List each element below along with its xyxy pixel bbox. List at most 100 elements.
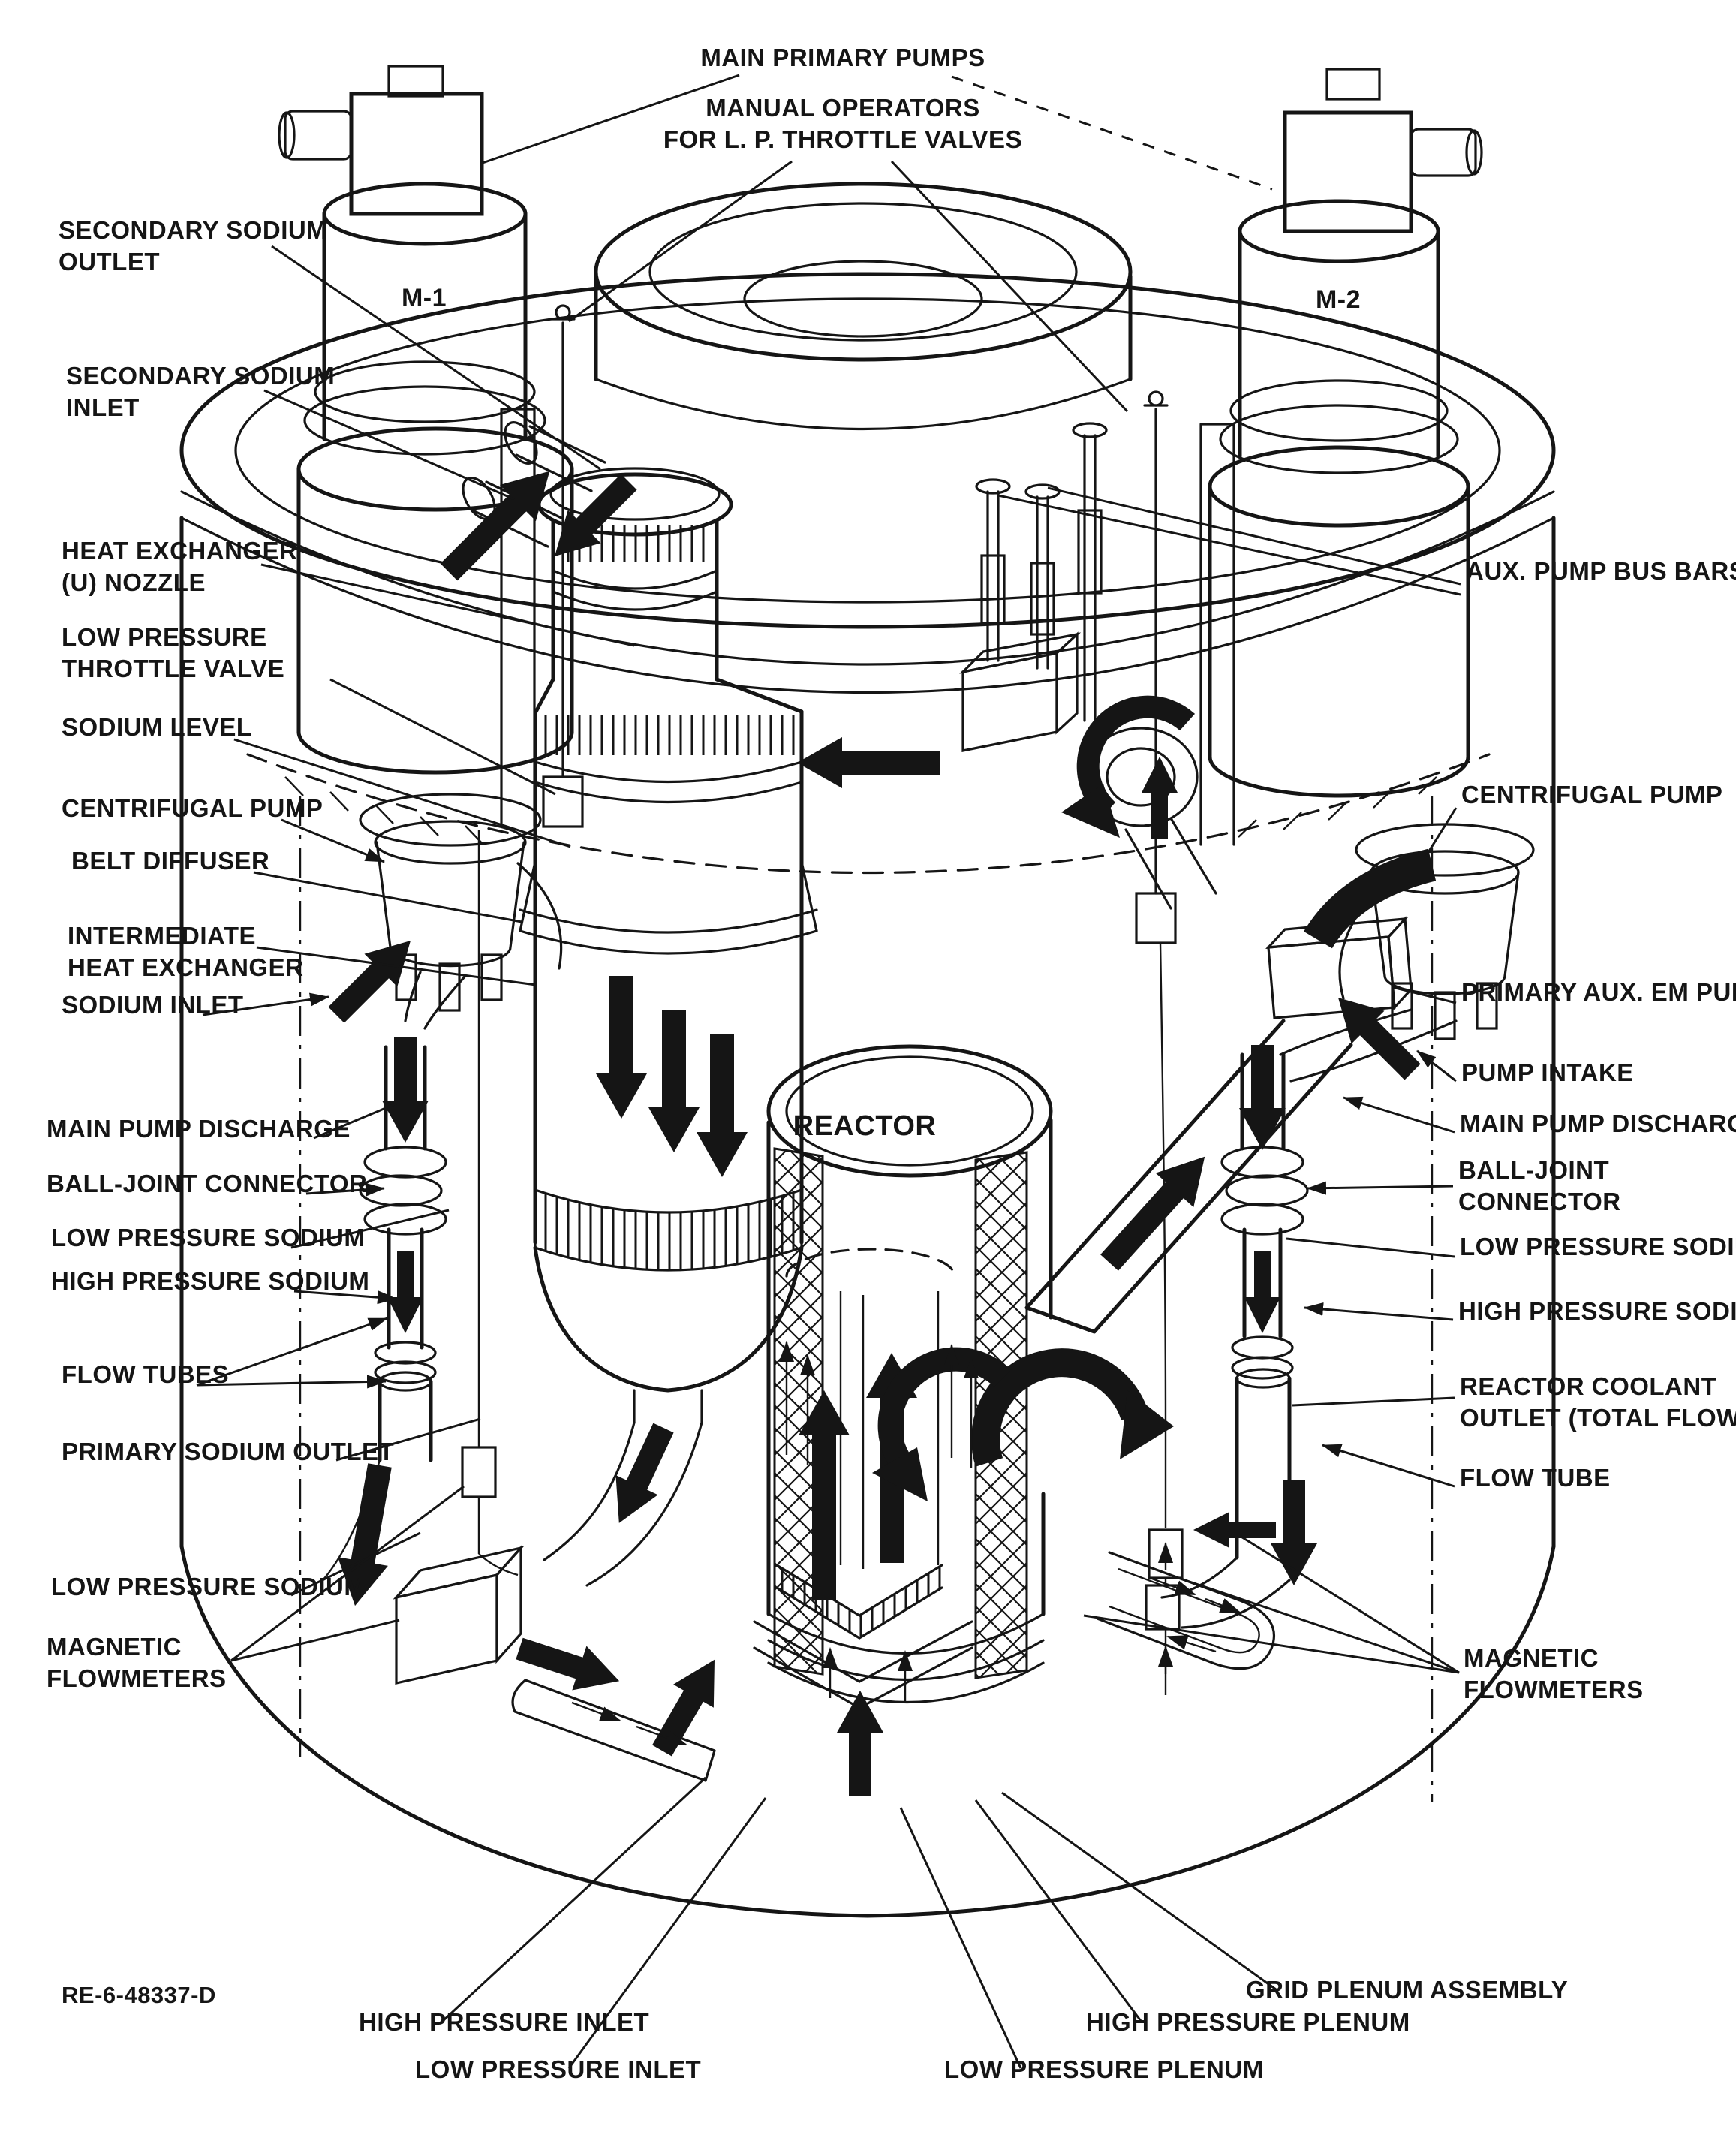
label-ball-joint-connector-left: BALL-JOINT CONNECTOR	[47, 1170, 367, 1197]
leader-low-pressure-sodium-right	[1286, 1237, 1455, 1258]
label-low-pressure-sodium-left: LOW PRESSURE SODIUM	[51, 1224, 365, 1251]
label-low-pressure-inlet: LOW PRESSURE INLET	[415, 2055, 701, 2083]
manual-operators-rods	[477, 304, 1177, 1447]
label-heat-exchanger-u-nozzle: HEAT EXCHANGER(U) NOZZLE	[62, 537, 297, 596]
label-pump-m1: M-1	[402, 284, 447, 312]
label-belt-diffuser: BELT DIFFUSER	[71, 847, 269, 875]
small-flow-arrows	[571, 1341, 1241, 1746]
leader-secondary-sodium-inlet	[263, 389, 515, 501]
neutron-shield-left	[773, 1147, 824, 1676]
belt-diffuser-skirt	[519, 860, 818, 955]
label-low-pressure-plenum: LOW PRESSURE PLENUM	[944, 2055, 1264, 2083]
leader-main-pump-discharge-right	[1343, 1096, 1455, 1134]
ihx-shell-hatch-mid	[542, 715, 796, 755]
leader-heat-exchanger-u-nozzle	[260, 563, 635, 647]
sodium-flow-arrows	[320, 453, 1437, 1796]
leader-low-pressure-sodium-left	[290, 1209, 450, 1249]
leader-primary-sodium-outlet	[335, 1417, 481, 1462]
flow-arrow-aux-curl	[1076, 695, 1196, 820]
central-port	[594, 182, 1133, 431]
flow-arrow-flowmeter-out	[512, 1626, 627, 1703]
flow-arrow-left-hp	[387, 1251, 423, 1333]
leader-centrifugal-pump-left	[281, 818, 385, 863]
leader-magnetic-flowmeters-right	[1239, 1534, 1460, 1674]
pipe-train-left	[322, 1045, 716, 1782]
label-high-pressure-inlet: HIGH PRESSURE INLET	[359, 2008, 649, 2036]
label-main-pump-discharge-right: MAIN PUMP DISCHARGE	[1460, 1110, 1736, 1137]
ihx-tube-sheet	[534, 1188, 803, 1272]
label-reactor: REACTOR	[793, 1110, 937, 1142]
label-centrifugal-pump-left: CENTRIFUGAL PUMP	[62, 794, 323, 822]
flow-arrow-outlet-loop	[971, 1348, 1149, 1467]
label-main-pump-discharge-left: MAIN PUMP DISCHARGE	[47, 1115, 351, 1143]
leader-main-pump-discharge-left	[313, 1102, 397, 1140]
pipe-train-right	[1096, 1052, 1309, 1695]
label-high-pressure-sodium-right: HIGH PRESSURE SODIUM	[1458, 1297, 1736, 1325]
leader-aux-pump-bus-bars	[997, 494, 1461, 596]
leader-magnetic-flowmeters-left	[230, 1619, 400, 1662]
flow-arrow-grid-up	[837, 1691, 883, 1796]
primary-tank-structure	[179, 65, 1556, 1918]
flow-arrow-aux-curl-head	[1061, 784, 1120, 838]
leader-grid-plenum-assembly	[1001, 1791, 1277, 1991]
leader-secondary-sodium-outlet	[271, 245, 601, 471]
leader-magnetic-flowmeters-right	[1173, 1575, 1460, 1674]
leader-belt-diffuser	[253, 871, 522, 923]
label-centrifugal-pump-right: CENTRIFUGAL PUMP	[1461, 781, 1722, 809]
leader-main-primary-pumps	[951, 75, 1273, 191]
label-primary-aux-em-pump: PRIMARY AUX. EM PUMP	[1461, 978, 1736, 1006]
leader-flow-tube-right	[1322, 1444, 1455, 1488]
label-sodium-level: SODIUM LEVEL	[62, 713, 252, 741]
flow-arrow-to-ihx	[797, 737, 940, 788]
flow-arrow-left-discharge	[382, 1037, 429, 1143]
label-pump-m2: M-2	[1316, 285, 1361, 314]
primary-sodium-outlet-pipe	[543, 1421, 703, 1587]
core-inlet-hatch	[777, 1565, 942, 1638]
flow-arrow-outlet-loop-head	[1120, 1390, 1174, 1459]
leader-pump-intake	[1416, 1049, 1457, 1083]
flow-arrow-ihx-down-2	[648, 1010, 700, 1152]
leader-reactor-coolant-outlet	[1292, 1396, 1455, 1407]
flow-arrow-right-elbow	[1193, 1512, 1276, 1548]
label-drawing-number: RE-6-48337-D	[62, 1982, 216, 2008]
flow-arrow-outlet-loop2-head	[872, 1447, 928, 1501]
primary-tank	[179, 272, 1556, 1918]
leader-high-pressure-sodium-left	[293, 1290, 397, 1305]
leader-sodium-level	[233, 738, 571, 848]
leader-low-pressure-throttle-valve	[329, 678, 556, 796]
intermediate-heat-exchanger-body	[462, 421, 818, 1587]
flow-arrow-ihx-down-3	[697, 1034, 748, 1177]
primary-aux-em-pump-assembly	[1024, 916, 1413, 1334]
label-pump-intake: PUMP INTAKE	[1461, 1058, 1634, 1086]
label-primary-sodium-outlet: PRIMARY SODIUM OUTLET	[62, 1438, 394, 1465]
heat-exchanger-nozzles	[462, 421, 606, 548]
flow-arrow-bottom-inlet	[642, 1648, 735, 1763]
flow-arrow-sodium-inlet-left	[320, 924, 427, 1031]
leader-aux-pump-bus-bars	[1047, 486, 1461, 586]
leader-main-primary-pumps	[480, 74, 740, 165]
main-primary-pump-m1	[278, 65, 574, 1030]
leader-manual-operators	[890, 160, 1129, 413]
leader-magnetic-flowmeters-right	[1083, 1614, 1460, 1674]
label-sodium-inlet: SODIUM INLET	[62, 991, 244, 1019]
leader-low-pressure-sodium-left2	[290, 1531, 421, 1597]
flow-arrow-ihx-down-1	[596, 976, 647, 1119]
label-flow-tubes: FLOW TUBES	[62, 1360, 229, 1388]
leader-low-pressure-plenum	[899, 1807, 1022, 2069]
leader-ball-joint-connector-left	[305, 1182, 385, 1197]
flow-arrow-ihx-outlet	[597, 1417, 685, 1533]
aux-pump-bus-bars-rods	[959, 422, 1217, 910]
magnetic-flowmeter-left-box	[395, 1573, 498, 1685]
label-low-pressure-sodium-right: LOW PRESSURE SODIUM	[1460, 1233, 1736, 1260]
label-aux-pump-bus-bars: AUX. PUMP BUS BARS	[1466, 557, 1736, 585]
flow-arrow-secondary-inlet	[430, 453, 568, 591]
